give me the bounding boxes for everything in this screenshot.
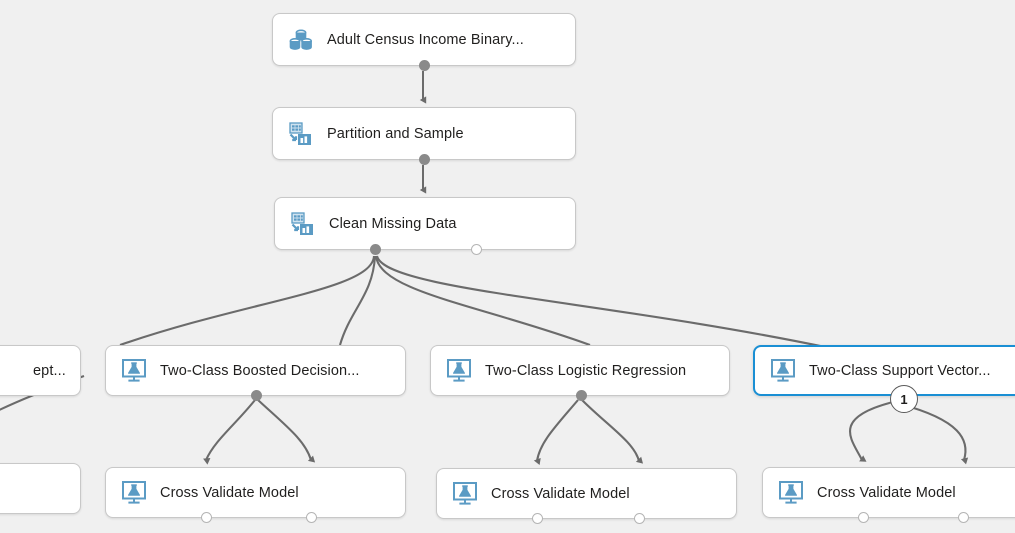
edge-clean-to-logistic	[374, 255, 591, 346]
edge-logistic-to-cvm2-in2	[581, 399, 644, 464]
output-port-untrained-model[interactable]	[576, 390, 587, 401]
edge-logistic-to-cvm2-in1	[533, 399, 579, 466]
edge-clean-to-perceptron	[119, 255, 376, 346]
algorithm-flask-icon	[445, 357, 473, 385]
output-port-scored-results[interactable]	[858, 512, 869, 523]
node-cross-validate-model-3[interactable]: Cross Validate Model	[762, 467, 1015, 523]
algorithm-flask-icon	[120, 479, 148, 507]
dataset-cylinders-icon	[287, 26, 315, 54]
output-port-scored-results[interactable]	[201, 512, 212, 523]
output-port-evaluation-results[interactable]	[306, 512, 317, 523]
node-two-class-logistic-regression[interactable]: Two-Class Logistic Regression	[430, 345, 730, 401]
algorithm-flask-icon	[769, 357, 797, 385]
node-label: ept...	[33, 362, 66, 379]
node-two-class-boosted-decision-tree[interactable]: Two-Class Boosted Decision...	[105, 345, 406, 401]
output-port-scored-results[interactable]	[532, 513, 543, 524]
node-label: Two-Class Boosted Decision...	[160, 362, 360, 379]
algorithm-flask-icon	[777, 479, 805, 507]
node-cross-validate-model-2[interactable]: Cross Validate Model	[436, 468, 737, 524]
node-two-class-averaged-perceptron-partial[interactable]: ept...	[0, 345, 81, 396]
node-clean-missing-data[interactable]: Clean Missing Data	[274, 197, 576, 255]
algorithm-flask-icon	[120, 357, 148, 385]
edge-clean-to-svm	[375, 255, 831, 350]
edge-svm-to-cvm3-in1	[848, 400, 894, 462]
edge-boosted-to-cvm1-in1	[203, 399, 256, 465]
node-label: Two-Class Support Vector...	[809, 362, 991, 379]
node-label: Two-Class Logistic Regression	[485, 362, 687, 379]
output-port[interactable]	[419, 154, 430, 165]
edge-clean-to-boosted	[338, 255, 377, 346]
node-label: Clean Missing Data	[329, 215, 457, 232]
edge-svm-to-cvm3-in2	[899, 402, 969, 465]
node-label: Cross Validate Model	[491, 485, 630, 502]
algorithm-flask-icon	[451, 480, 479, 508]
output-port-cleaned-dataset[interactable]	[370, 244, 381, 255]
node-two-class-support-vector-machine[interactable]: Two-Class Support Vector...	[753, 345, 1015, 396]
node-label: Partition and Sample	[327, 125, 464, 142]
node-label: Cross Validate Model	[817, 484, 956, 501]
output-port[interactable]	[419, 60, 430, 71]
data-transform-icon	[289, 210, 317, 238]
node-label: Adult Census Income Binary...	[327, 31, 524, 48]
output-port-transformation[interactable]	[471, 244, 482, 255]
node-comment-badge[interactable]: 1	[890, 385, 918, 413]
output-port-untrained-model[interactable]	[251, 390, 262, 401]
output-port-evaluation-results[interactable]	[958, 512, 969, 523]
node-cross-validate-model-1[interactable]: Cross Validate Model	[105, 467, 406, 523]
node-partition-and-sample[interactable]: Partition and Sample	[272, 107, 576, 165]
node-cross-validate-model-partial[interactable]	[0, 463, 81, 514]
data-transform-icon	[287, 120, 315, 148]
node-adult-census-dataset[interactable]: Adult Census Income Binary...	[272, 13, 576, 71]
edge-boosted-to-cvm1-in2	[257, 399, 316, 463]
output-port-evaluation-results[interactable]	[634, 513, 645, 524]
node-label: Cross Validate Model	[160, 484, 299, 501]
